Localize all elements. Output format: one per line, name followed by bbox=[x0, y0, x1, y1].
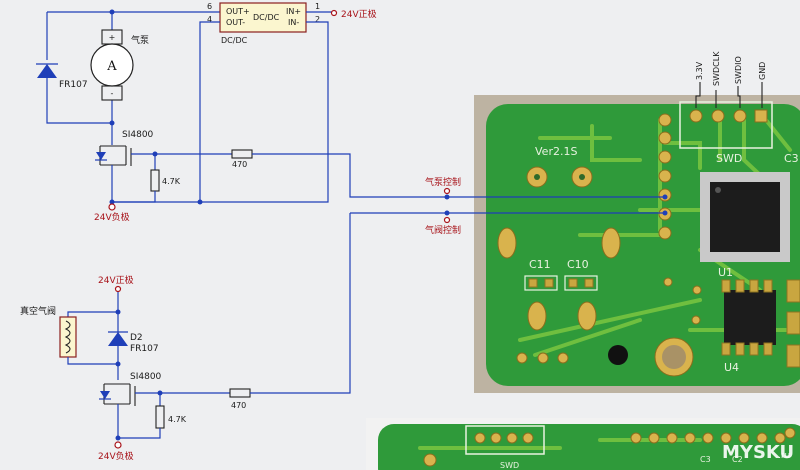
swd-pin-3v3: 3.3V bbox=[695, 61, 704, 80]
dcdc-in-minus: IN- bbox=[288, 18, 299, 27]
pcb-c11: C11 bbox=[529, 258, 551, 271]
watermark: MYSKU bbox=[722, 442, 794, 463]
net-24v-neg-2: 24V负极 bbox=[98, 450, 134, 462]
motor-plus: + bbox=[109, 33, 116, 42]
mosfet-si4800-2 bbox=[99, 383, 160, 406]
diode-fr107-1 bbox=[36, 63, 58, 78]
net-24v-pos-2: 24V正极 bbox=[98, 274, 134, 286]
swd-pin-swdclk: SWDCLK bbox=[712, 51, 721, 86]
net-24v-pos-top: 24V正极 bbox=[341, 8, 377, 20]
diode2-label: FR107 bbox=[130, 344, 159, 354]
pcb-swd-label: SWD bbox=[716, 152, 742, 165]
pump-label: 气泵 bbox=[131, 34, 149, 46]
pcb-u1: U1 bbox=[718, 266, 733, 279]
pcb-u4: U4 bbox=[724, 361, 739, 374]
swd-pin-swdio: SWDIO bbox=[734, 56, 743, 84]
diode-fr107-2 bbox=[108, 331, 128, 346]
swd-pin-gnd: GND bbox=[758, 62, 767, 80]
pcb-c10: C10 bbox=[567, 258, 589, 271]
diode1-label: FR107 bbox=[59, 80, 88, 90]
pcb-photo-main: Ver2.1S SWD C3 3.3V SWDCLK SWDIO GND U1 bbox=[474, 51, 800, 393]
swd-pin-labels: 3.3V SWDCLK SWDIO GND bbox=[695, 51, 767, 108]
watermark-ru: .ru bbox=[778, 451, 790, 461]
valve-label: 真空气阀 bbox=[20, 305, 56, 317]
net-24v-neg-1: 24V负极 bbox=[94, 211, 130, 223]
dcdc-module bbox=[219, 2, 307, 33]
dcdc-pin6: 6 bbox=[207, 2, 212, 11]
dcdc-out-plus: OUT+ bbox=[226, 7, 250, 16]
dcdc-pin4: 4 bbox=[207, 15, 212, 24]
res-4k7-1: 4.7K bbox=[162, 177, 181, 186]
mosfet-si4800-1 bbox=[95, 145, 155, 166]
pcb-version: Ver2.1S bbox=[535, 145, 577, 158]
res-4k7-2: 4.7K bbox=[168, 415, 187, 424]
valve-ctrl: 气阀控制 bbox=[425, 224, 461, 236]
pcb-photo-second: SWD C3 C2 bbox=[366, 418, 800, 470]
pcb-c3: C3 bbox=[784, 152, 799, 165]
valve-coil bbox=[59, 316, 77, 358]
dcdc-in-plus: IN+ bbox=[286, 7, 301, 16]
motor-minus: - bbox=[111, 89, 114, 98]
res-470-2: 470 bbox=[231, 401, 246, 410]
dcdc-out-minus: OUT- bbox=[226, 18, 245, 27]
diode2-ref: D2 bbox=[130, 333, 143, 343]
mosfet2-label: SI4800 bbox=[130, 372, 162, 382]
pump-ctrl: 气泵控制 bbox=[425, 176, 461, 188]
dcdc-inner: DC/DC bbox=[253, 13, 280, 22]
motor-pump bbox=[90, 29, 134, 101]
dcdc-pin2: 2 bbox=[315, 15, 320, 24]
res-470-1: 470 bbox=[232, 160, 247, 169]
pcb2-swd: SWD bbox=[500, 461, 519, 470]
pcb2-c2: C2 bbox=[732, 455, 743, 464]
schematic-pump: FR107 + - A 气泵 SI4800 24V负极 4.7K bbox=[36, 2, 665, 236]
dcdc-pin1: 1 bbox=[315, 2, 320, 11]
schematic-valve: 24V正极 真空气阀 D2 FR107 SI4800 bbox=[20, 213, 351, 462]
motor-letter: A bbox=[106, 59, 117, 74]
dcdc-title: DC/DC bbox=[221, 36, 248, 45]
pcb2-c3: C3 bbox=[700, 455, 711, 464]
mosfet1-label: SI4800 bbox=[122, 130, 154, 140]
